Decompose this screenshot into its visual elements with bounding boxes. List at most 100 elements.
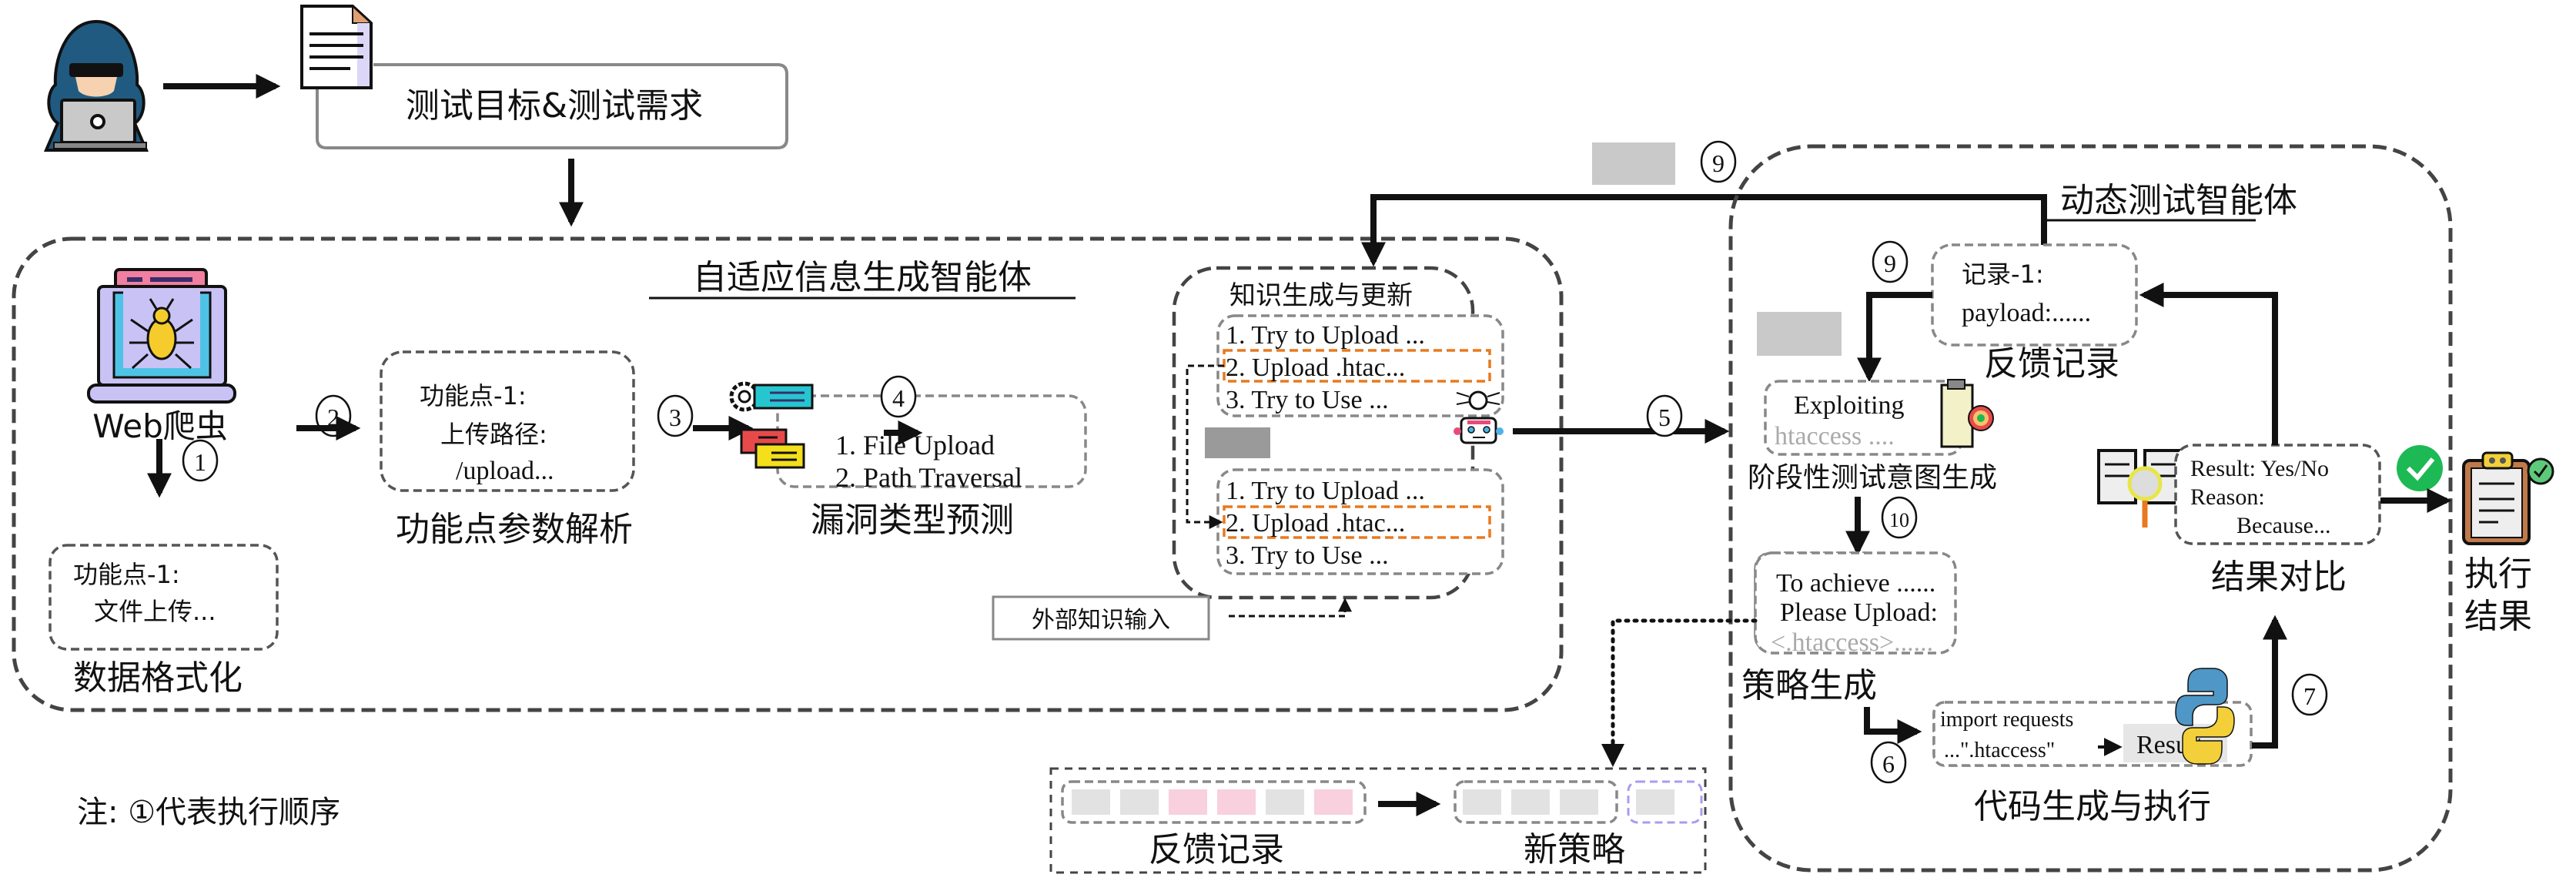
- svg-text:3: 3: [669, 404, 681, 431]
- code-line2: ...".htaccess": [1944, 739, 2055, 762]
- crawler-label: Web爬虫: [92, 407, 228, 445]
- intent-label: 阶段性测试意图生成: [1748, 462, 1997, 494]
- format-box-line1: 功能点-1:: [73, 560, 180, 589]
- arrow-step9-to-intent: [1857, 292, 1932, 383]
- step-6-badge: 6: [1870, 741, 1907, 784]
- python-icon: [2175, 668, 2235, 765]
- redacted-block: [1205, 427, 1270, 458]
- feedback-cells: [1072, 789, 1353, 815]
- svg-text:9: 9: [1712, 149, 1725, 177]
- result-line3: Because...: [2236, 513, 2330, 538]
- success-check-icon: [2397, 445, 2443, 491]
- feedback-record-cell: [1120, 789, 1159, 815]
- redacted-block: [1757, 312, 1842, 356]
- format-box: [49, 544, 279, 651]
- svg-text:9: 9: [1884, 250, 1896, 277]
- bottom-strip: [1049, 767, 1707, 874]
- feedback-line1: 记录-1:: [1962, 260, 2044, 289]
- vuln-line2: 2. Path Traversal: [835, 462, 1022, 493]
- bottom-feedback-label: 反馈记录: [1149, 830, 1284, 869]
- arrow-step6: [1864, 707, 1922, 744]
- param-box: [380, 350, 635, 492]
- feedback-label: 反馈记录: [1984, 344, 2119, 384]
- step-7-badge: 7: [2291, 673, 2328, 716]
- output-label-line2: 结果: [2464, 597, 2532, 636]
- hacker-icon: [43, 19, 149, 152]
- step-5-badge: 5: [1646, 394, 1683, 437]
- new-strategy-cell: [1560, 789, 1598, 815]
- feedback-record-cell: [1217, 789, 1256, 815]
- execution-report-icon: [2462, 451, 2554, 545]
- feedback-record-cell: [1314, 789, 1353, 815]
- knowledge-top-item-3: 3. Try to Use ...: [1226, 386, 1389, 414]
- left-agent-panel: [12, 236, 1564, 712]
- feedback-record-cell: [1169, 789, 1207, 815]
- result-label: 结果对比: [2211, 558, 2347, 597]
- feedback-line2: payload:......: [1962, 299, 2091, 327]
- right-agent-title: 动态测试智能体: [2060, 181, 2297, 220]
- vuln-label: 漏洞类型预测: [811, 501, 1014, 540]
- knowledge-bottom-item-1: 1. Try to Upload ...: [1226, 477, 1425, 505]
- strategy-cells: [1463, 789, 1598, 815]
- strategy-label: 策略生成: [1741, 666, 1877, 705]
- knowledge-highlight-bottom: [1223, 505, 1491, 539]
- external-input-box: [992, 595, 1210, 641]
- svg-text:7: 7: [2303, 682, 2316, 710]
- format-label: 数据格式化: [73, 658, 243, 698]
- param-box-line1: 功能点-1:: [420, 381, 527, 410]
- svg-text:5: 5: [1658, 404, 1671, 431]
- order-note: 注: ①代表执行顺序: [77, 795, 340, 830]
- param-box-line2: 上传路径:: [440, 420, 547, 449]
- svg-text:1: 1: [194, 448, 206, 476]
- feedback-record-cell: [1072, 789, 1110, 815]
- arrow-step9-to-knowledge: [1361, 194, 2047, 267]
- strategy-line2: Please Upload:: [1780, 598, 1938, 627]
- extra-cells: [1636, 789, 1674, 815]
- web-crawler-icon: [87, 268, 236, 404]
- requirement-box: 测试目标&测试需求: [316, 63, 788, 149]
- arrow-result-to-feedback: [2139, 283, 2278, 445]
- knowledge-bottom-item-3: 3. Try to Use ...: [1226, 541, 1389, 570]
- step-3-badge: 3: [657, 394, 694, 437]
- param-label: 功能点参数解析: [396, 510, 633, 549]
- knowledge-top-item-1: 1. Try to Upload ...: [1226, 321, 1425, 350]
- svg-text:6: 6: [1882, 750, 1895, 778]
- external-input-label: 外部知识输入: [1032, 607, 1170, 634]
- step-1-badge: 1: [182, 439, 219, 482]
- result-line1: Result: Yes/No: [2190, 456, 2329, 481]
- strategy-box-outline: [1754, 551, 1957, 655]
- knowledge-top-item-2: 2. Upload .htac...: [1226, 353, 1405, 382]
- code-label: 代码生成与执行: [1974, 787, 2211, 826]
- strategy-to-new-strategy-link: [1601, 618, 1758, 767]
- new-strategy-cell: [1511, 789, 1550, 815]
- step-10-badge: 10: [1881, 496, 1918, 539]
- result-line2: Reason:: [2190, 484, 2265, 510]
- bottom-new-strategy-label: 新策略: [1524, 830, 1625, 869]
- robot-icon: [1454, 390, 1504, 444]
- output-label-line1: 执行: [2464, 554, 2532, 594]
- format-box-line2: 文件上传...: [94, 597, 216, 626]
- knowledge-update-link: [1186, 364, 1224, 529]
- strategy-line3: <.htaccess>......: [1771, 628, 1933, 657]
- left-agent-title: 自适应信息生成智能体: [693, 258, 1032, 297]
- redacted-block: [1592, 142, 1675, 185]
- svg-text:10: 10: [1889, 509, 1909, 531]
- target-clipboard-icon: [1940, 379, 1994, 448]
- new-strategy-extra-cell: [1636, 789, 1674, 815]
- new-strategy-cell: [1463, 789, 1501, 815]
- vuln-type-icon: [729, 381, 814, 469]
- intent-line1: Exploiting: [1794, 391, 1905, 420]
- code-line1: import requests: [1940, 708, 2073, 732]
- knowledge-bottom-item-2: 2. Upload .htac...: [1226, 509, 1405, 538]
- arrow-step7: [2252, 615, 2287, 749]
- param-box-line3: /upload...: [456, 457, 554, 485]
- step-9-inner-badge: 9: [1872, 240, 1909, 283]
- requirement-text: 测试目标&测试需求: [406, 86, 703, 126]
- step-4-badge: 4: [880, 375, 917, 418]
- svg-text:4: 4: [892, 384, 905, 412]
- step-9-top-badge: 9: [1700, 140, 1737, 183]
- feedback-record-cell: [1266, 789, 1304, 815]
- document-icon: [300, 4, 373, 89]
- compare-docs-icon: [2097, 449, 2183, 528]
